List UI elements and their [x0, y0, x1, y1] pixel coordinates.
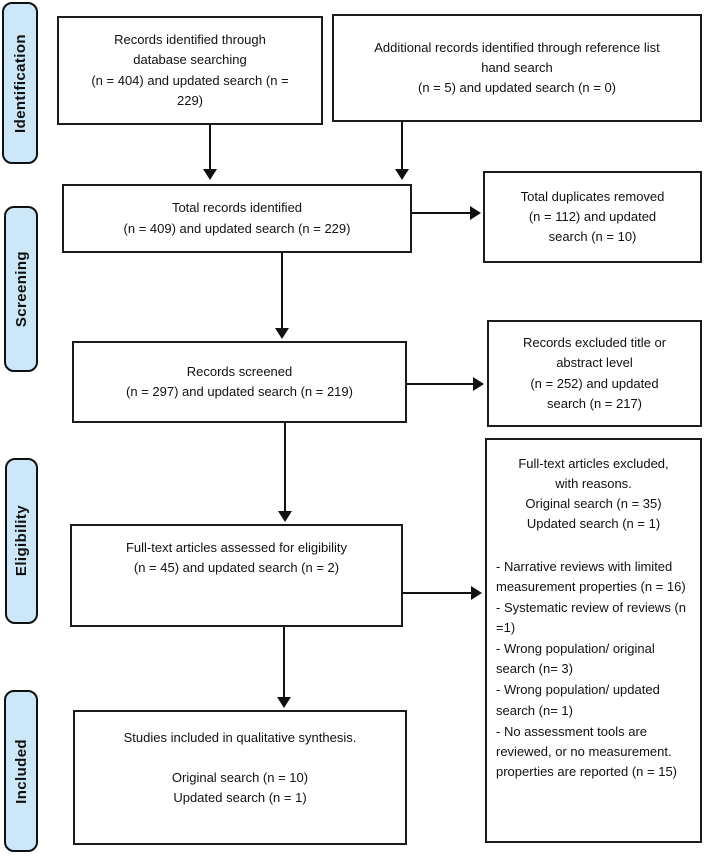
exclusion-reason: - Wrong population/ updated search (n= 1… [496, 682, 660, 718]
arrow-additional-to-total-line [401, 122, 403, 171]
box-additional-records: Additional records identified through re… [332, 14, 702, 122]
arrow-records-to-total-head [203, 169, 217, 180]
arrow-screened-to-fulltext-line [284, 423, 286, 513]
arrow-total-to-screened-line [281, 253, 283, 330]
box-duplicates-removed: Total duplicates removed (n = 112) and u… [483, 171, 702, 263]
box-studies-included: Studies included in qualitative synthesi… [73, 710, 407, 845]
box-records-excluded-text: Records excluded title or abstract level… [522, 335, 667, 411]
stage-label-identification-text: Identification [11, 33, 29, 133]
box-fulltext-assessed: Full-text articles assessed for eligibil… [70, 524, 403, 627]
box-records-identified: Records identified through database sear… [57, 16, 323, 125]
arrow-screened-to-fulltext-head [278, 511, 292, 522]
stage-label-screening: Screening [4, 206, 38, 372]
stage-label-screening-text: Screening [12, 250, 30, 328]
exclusion-reason: - Systematic review of reviews (n =1) [496, 599, 686, 635]
arrow-fulltext-to-excluded-line [403, 592, 473, 594]
exclusion-reason: - Narrative reviews with limited measure… [496, 558, 686, 594]
box-records-identified-text: Records identified through database sear… [91, 32, 289, 108]
stage-label-eligibility-text: Eligibility [13, 505, 30, 577]
fulltext-excluded-reasons: - Narrative reviews with limited measure… [496, 557, 691, 783]
arrow-total-to-duplicates-line [412, 212, 472, 214]
box-fulltext-assessed-text: Full-text articles assessed for eligibil… [125, 540, 348, 576]
arrow-screened-to-excluded-line [407, 383, 475, 385]
stage-label-included-text: Included [12, 738, 30, 804]
box-records-screened-text: Records screened (n = 297) and updated s… [126, 363, 353, 399]
exclusion-reason: - No assessment tools are reviewed, or n… [496, 723, 678, 779]
arrow-total-to-duplicates-head [470, 206, 481, 220]
arrow-screened-to-excluded-head [473, 377, 484, 391]
arrow-total-to-screened-head [275, 328, 289, 339]
arrow-records-to-total-line [209, 125, 211, 171]
arrow-additional-to-total-head [395, 169, 409, 180]
stage-label-identification: Identification [2, 2, 38, 164]
box-records-screened: Records screened (n = 297) and updated s… [72, 341, 407, 423]
stage-label-eligibility: Eligibility [5, 458, 38, 624]
box-total-records-identified: Total records identified (n = 409) and u… [62, 184, 412, 253]
arrow-fulltext-to-excluded-head [471, 586, 482, 600]
box-records-excluded: Records excluded title or abstract level… [487, 320, 702, 427]
box-total-records-text: Total records identified (n = 409) and u… [123, 200, 351, 236]
exclusion-reason: - Wrong population/ original search (n= … [496, 641, 655, 677]
box-duplicates-removed-text: Total duplicates removed (n = 112) and u… [520, 188, 665, 245]
arrow-fulltext-to-studies-line [283, 627, 285, 699]
fulltext-excluded-header: Full-text articles excluded, with reason… [518, 456, 669, 532]
arrow-fulltext-to-studies-head [277, 697, 291, 708]
stage-label-included: Included [4, 690, 38, 852]
box-studies-included-text: Studies included in qualitative synthesi… [123, 730, 357, 806]
box-additional-records-text: Additional records identified through re… [374, 39, 660, 96]
box-fulltext-excluded: Full-text articles excluded, with reason… [485, 438, 702, 843]
